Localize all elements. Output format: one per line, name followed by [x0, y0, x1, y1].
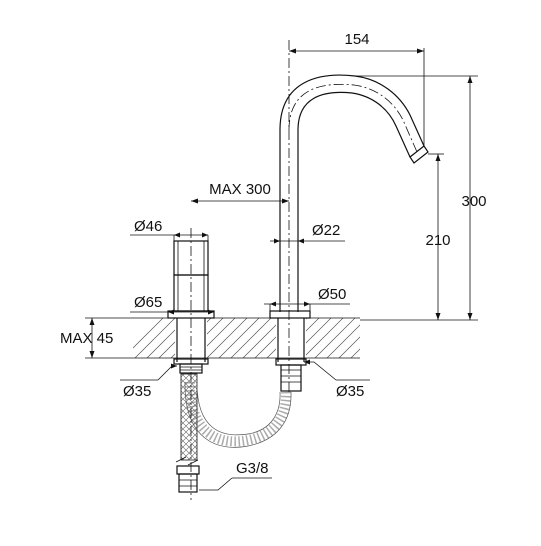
- dim-handle-base-diameter: Ø65: [134, 294, 162, 311]
- dim-spout-hole-diameter: Ø35: [336, 383, 364, 400]
- dim-handle-hole-diameter: Ø35: [123, 383, 151, 400]
- spout-body: [269, 74, 429, 392]
- dimension-labels: 154 300 210 MAX 300 Ø46 Ø22 Ø65 Ø50 MAX …: [60, 31, 487, 477]
- dim-max-deck-thickness: MAX 45: [60, 330, 113, 347]
- dim-spout-reach: 154: [344, 31, 369, 48]
- dim-spout-height: 210: [425, 232, 450, 249]
- dim-connection-thread: G3/8: [236, 460, 269, 477]
- dim-max-distance: MAX 300: [209, 181, 271, 198]
- deck-section: [133, 317, 360, 359]
- dimension-lines: [85, 48, 478, 491]
- deck-hatching: [133, 318, 360, 358]
- handle-supply-hose: [175, 373, 200, 493]
- dim-handle-diameter: Ø46: [134, 218, 162, 235]
- dim-total-height: 300: [461, 193, 486, 210]
- connecting-hose: [184, 379, 292, 448]
- dim-spout-base-diameter: Ø50: [318, 286, 346, 303]
- center-lines: [190, 40, 418, 500]
- dim-spout-diameter: Ø22: [312, 222, 340, 239]
